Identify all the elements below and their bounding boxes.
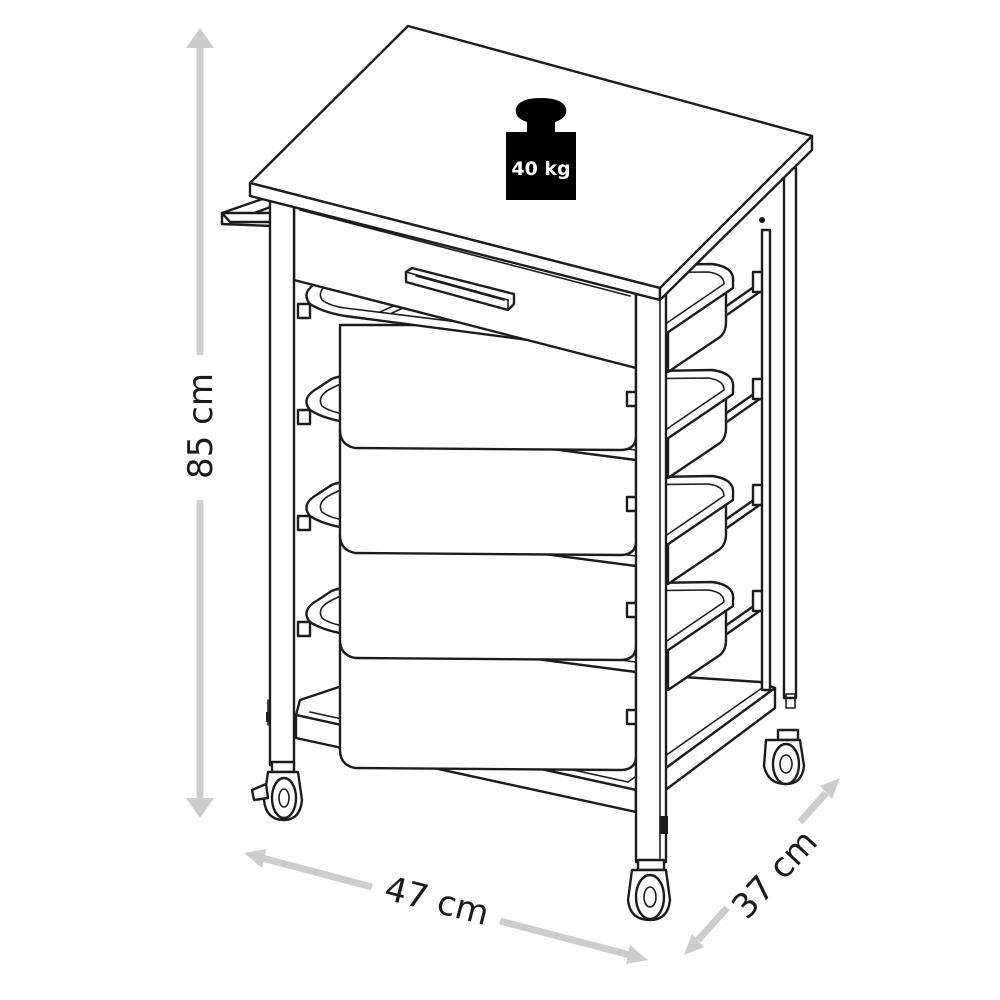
- front-right-post: [634, 290, 668, 864]
- caster-back-right: [762, 728, 806, 786]
- caster-front-right: [626, 858, 672, 922]
- caster-front-left: [250, 760, 304, 822]
- depth-dimension: 37 cm: [684, 778, 840, 955]
- drawer-handle: [404, 266, 516, 312]
- width-label: 47 cm: [380, 869, 493, 934]
- towel-rail: [220, 195, 278, 228]
- front-left-post: [268, 198, 301, 767]
- weight-label: 40 kg: [511, 158, 570, 180]
- depth-label: 37 cm: [724, 822, 825, 927]
- weight-icon: 40 kg: [506, 98, 576, 200]
- width-dimension: 47 cm: [244, 849, 648, 964]
- height-label: 85 cm: [181, 373, 221, 479]
- height-dimension: 85 cm: [181, 28, 221, 818]
- right-side-post: [759, 217, 772, 692]
